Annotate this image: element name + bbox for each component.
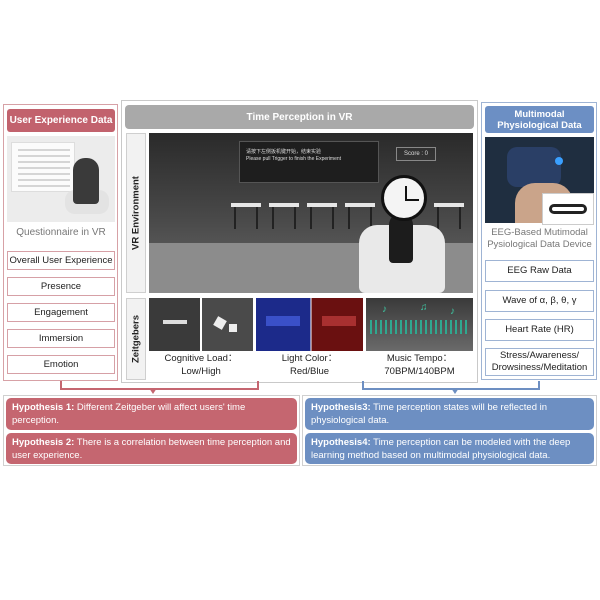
connector — [60, 388, 259, 390]
music-note-icon: ♫ — [420, 302, 428, 313]
music-tempo-label: Music Tempo： — [386, 353, 453, 364]
vr-instruction-screen: 请按下左侧扳机键开始，结束实验 Please pull Trigger to f… — [239, 141, 379, 183]
mental-states-line2: Drowsiness/Meditation — [491, 362, 588, 373]
hypothesis-1-text: Different Zeitgeber will affect users' t… — [12, 402, 246, 426]
eeg-device-inset — [542, 193, 594, 225]
cognitive-load-label: Cognitive Load： — [164, 353, 238, 364]
item-mental-states: Stress/Awareness/ Drowsiness/Meditation — [485, 348, 594, 376]
item-emotion: Emotion — [7, 355, 115, 374]
physiological-data-title: Multimodal Physiological Data — [485, 106, 594, 133]
hypothesis-4-text: Time perception can be modeled with the … — [311, 437, 571, 461]
music-tempo-values: 70BPM/140BPM — [384, 366, 455, 377]
hypothesis-2-label: Hypothesis 2: — [12, 437, 75, 448]
light-color-values: Red/Blue — [289, 366, 330, 377]
questionnaire-vr-image — [7, 136, 115, 222]
light-color-label: Light Color： — [281, 353, 338, 364]
eeg-device-caption: EEG-Based Mutimodal Pysiological Data De… — [485, 227, 594, 251]
eeg-caption-line2: Pysiological Data Device — [487, 239, 592, 250]
clock-icon — [381, 175, 427, 221]
vr-instruction-text-1: 请按下左侧扳机键开始，结束实验 — [246, 149, 322, 155]
vr-table — [434, 203, 464, 229]
vr-table — [269, 203, 299, 229]
zeitgebers-label: Zeitgebers — [126, 298, 146, 380]
connector — [538, 381, 540, 389]
vr-table — [231, 203, 261, 229]
physiological-data-panel: Multimodal Physiological Data EEG-Based … — [481, 102, 597, 380]
hypothesis-2-text: There is a correlation between time perc… — [12, 437, 291, 461]
arrow-down-icon — [149, 388, 157, 394]
hypothesis-4: Hypothesis4: Time perception can be mode… — [305, 433, 594, 464]
hypothesis-3-text: Time perception states will be reflected… — [311, 402, 548, 426]
hypothesis-2: Hypothesis 2: There is a correlation bet… — [6, 433, 297, 464]
music-tempo-image: ♪ ♫ ♪ — [366, 298, 473, 351]
item-brainwaves: Wave of α, β, θ, γ — [485, 290, 594, 312]
item-presence: Presence — [7, 277, 115, 296]
item-heart-rate: Heart Rate (HR) — [485, 319, 594, 341]
cognitive-load-caption: Cognitive Load： Low/High — [149, 352, 253, 378]
cognitive-load-values: Low/High — [181, 366, 221, 377]
connector — [60, 381, 62, 389]
vr-environment-image: 请按下左侧扳机键开始，结束实验 Please pull Trigger to f… — [149, 133, 473, 293]
person-silhouette — [73, 158, 99, 204]
eeg-caption-line1: EEG-Based Mutimodal — [491, 227, 588, 238]
physiological-title-line1: Multimodal — [514, 108, 565, 120]
questionnaire-screen — [11, 142, 75, 192]
vr-instruction-text-2: Please pull Trigger to finish the Experi… — [246, 156, 342, 162]
hypotheses-frame-left — [3, 395, 300, 466]
user-experience-panel: User Experience Data Questionnaire in VR… — [3, 104, 118, 381]
user-experience-title: User Experience Data — [7, 109, 115, 132]
music-tempo-caption: Music Tempo： 70BPM/140BPM — [366, 352, 473, 378]
vr-avatar — [389, 213, 413, 263]
item-immersion: Immersion — [7, 329, 115, 348]
hypotheses-frame-right — [302, 395, 597, 466]
item-eeg-raw-data: EEG Raw Data — [485, 260, 594, 282]
cognitive-load-image — [149, 298, 253, 351]
light-color-image — [256, 298, 363, 351]
connector — [257, 381, 259, 389]
light-color-caption: Light Color： Red/Blue — [256, 352, 363, 378]
mental-states-line1: Stress/Awareness/ — [499, 350, 579, 361]
vr-environment-label: VR Environment — [126, 133, 146, 293]
hypothesis-1-label: Hypothesis 1: — [12, 402, 75, 413]
connector — [362, 381, 364, 389]
hypothesis-3: Hypothesis3: Time perception states will… — [305, 398, 594, 430]
time-perception-panel: Time Perception in VR VR Environment 请按下… — [121, 100, 478, 383]
item-overall-user-experience: Overall User Experience — [7, 251, 115, 270]
vr-score-display: Score : 0 — [396, 147, 436, 161]
hypothesis-3-label: Hypothesis3: — [311, 402, 371, 413]
time-perception-title: Time Perception in VR — [125, 105, 474, 129]
hypothesis-1: Hypothesis 1: Different Zeitgeber will a… — [6, 398, 297, 430]
item-engagement: Engagement — [7, 303, 115, 322]
arrow-down-icon — [451, 388, 459, 394]
music-note-icon: ♪ — [450, 306, 455, 317]
hypothesis-4-label: Hypothesis4: — [311, 437, 371, 448]
questionnaire-caption: Questionnaire in VR — [16, 227, 106, 238]
physiological-title-line2: Physiological Data — [497, 119, 582, 131]
music-note-icon: ♪ — [382, 304, 387, 315]
vr-table — [307, 203, 337, 229]
vr-table — [345, 203, 375, 229]
